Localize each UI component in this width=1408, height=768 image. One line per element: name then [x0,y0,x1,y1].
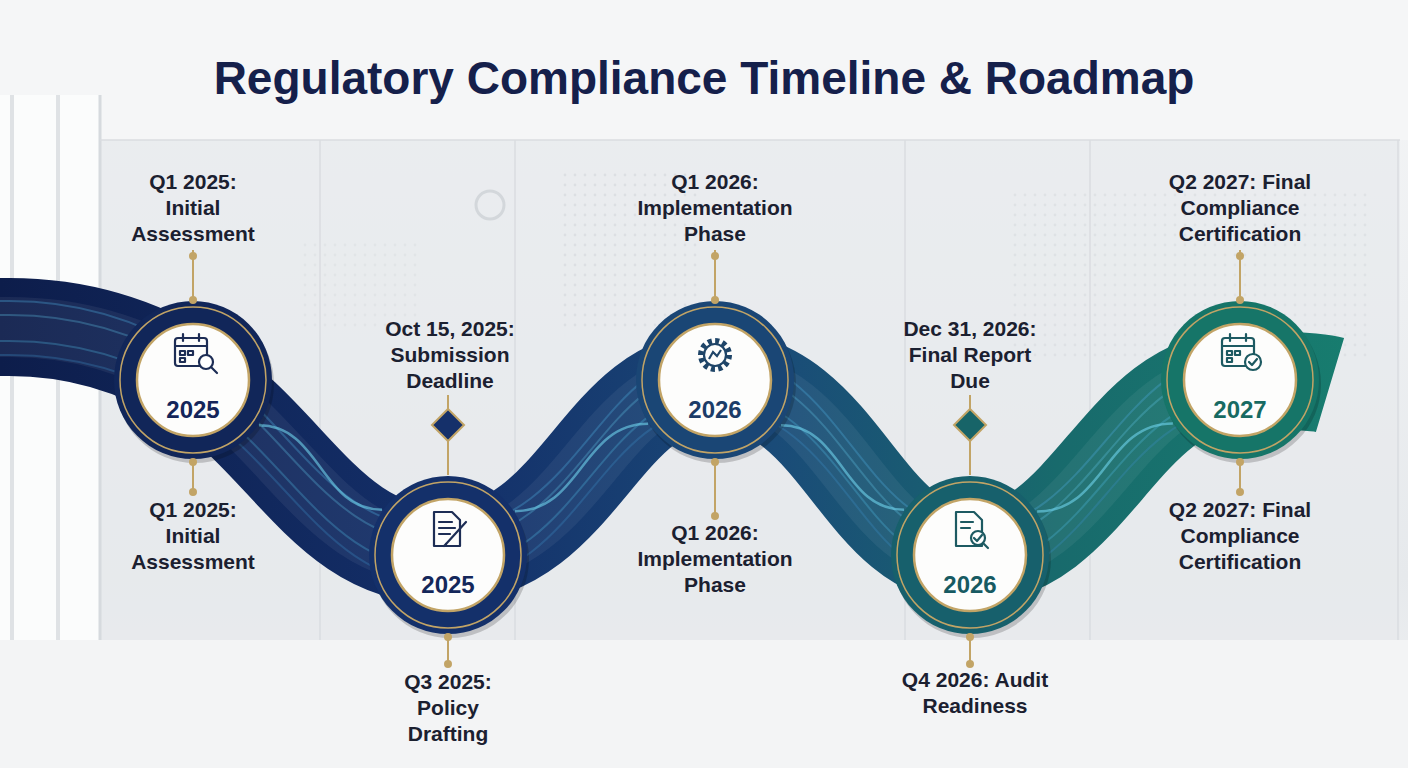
milestone-label: Dec 31, 2026: Final Report Due [895,316,1045,394]
diamond-shape [432,409,464,441]
circle-gold-ring [1167,307,1313,453]
ribbon-connector [781,425,904,509]
milestone-circle: Q1 2025: Initial Assessment2025Q1 2025: … [113,300,273,460]
diamond-outline [432,409,464,441]
milestone-circle: Q2 2027: Final Compliance Certification2… [1160,300,1320,460]
circle-outline [890,475,1050,635]
leader-connector [969,441,971,475]
document-pen-icon [434,512,466,546]
year-label: 2026 [635,396,795,424]
milestone-circle: Q1 2026: Implementation Phase2026Q1 2026… [635,300,795,460]
milestone-label: Q2 2027: Final Compliance Certification [1145,169,1335,247]
circle-gold-ring [375,482,521,628]
circle-gold-ring [120,307,266,453]
ribbon-streaks [0,301,1240,583]
circle-ring [1161,301,1319,459]
diagram-title: Regulatory Compliance Timeline & Roadmap [0,50,1408,106]
circle-outline [113,300,273,460]
deadline-diamond: Dec 31, 2026: Final Report Due [954,409,986,441]
circle-ring [369,476,527,634]
deadline-diamond: Oct 15, 2025: Submission Deadline [432,409,464,441]
calendar-check-icon [1222,334,1261,370]
wall-panel [100,140,1400,640]
circle-ring [891,476,1049,634]
diamond-shape [954,409,986,441]
calendar-search-icon [175,334,217,373]
year-label: 2025 [368,571,528,599]
ribbon-connector [259,425,382,509]
panel-seams [100,140,1400,640]
year-label: 2025 [113,396,273,424]
milestone-label: Q4 2026: Audit Readiness [892,667,1058,719]
ceiling [0,0,1408,140]
diamond-outline [954,409,986,441]
dot-texture [560,170,700,330]
milestone-label: Q1 2026: Implementation Phase [627,169,803,247]
audit-document-icon [956,512,988,548]
dot-texture [300,240,420,330]
milestone-label: Q1 2025: Initial Assessment [123,169,263,247]
milestone-label: Q3 2025: Policy Drafting [388,669,508,747]
circle-gold-ring [897,482,1043,628]
milestone-circle: 2026Q4 2026: Audit Readiness [890,475,1050,635]
circle-outline [635,300,795,460]
circle-ring [114,301,272,459]
floor [0,640,1408,768]
ribbon-connector [1037,424,1173,512]
circle-outline [368,475,528,635]
milestone-label: Oct 15, 2025: Submission Deadline [375,316,525,394]
milestone-circle: 2025Q3 2025: Policy Drafting [368,475,528,635]
year-label: 2026 [890,571,1050,599]
leader-connector [447,441,449,475]
circle-ring [636,301,794,459]
milestone-label: Q1 2026: Implementation Phase [627,520,803,598]
leader-lines [190,250,1243,667]
gear-icon [701,341,729,369]
year-label: 2027 [1160,396,1320,424]
milestone-label: Q1 2025: Initial Assessment [123,497,263,575]
circle-gold-ring [642,307,788,453]
ribbon-connector [515,424,648,511]
decor-ring [476,191,504,219]
milestone-label: Q2 2027: Final Compliance Certification [1145,497,1335,575]
circle-outline [1160,300,1320,460]
